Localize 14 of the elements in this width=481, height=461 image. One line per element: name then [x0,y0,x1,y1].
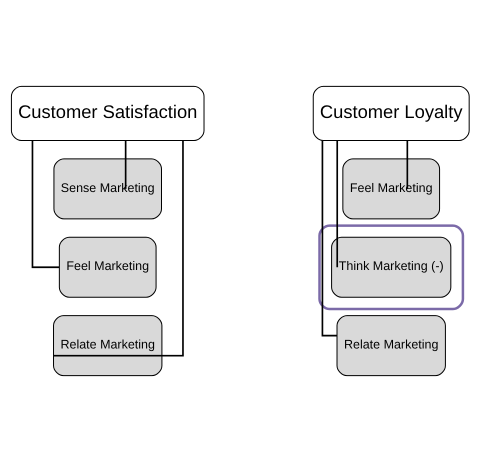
connector [32,140,60,268]
node-box: Relate Marketing [53,314,162,376]
node-box: Relate Marketing [336,314,446,376]
node-box: Feel Marketing [342,158,440,219]
connector [54,140,184,356]
node-box: Sense Marketing [53,158,162,219]
connector [406,140,408,188]
node-box: Feel Marketing [58,236,157,298]
node-box: Customer Satisfaction [10,85,205,141]
node-box: Customer Loyalty [312,85,470,141]
connector [336,140,338,267]
node-box: Think Marketing (-) [331,236,452,298]
cluster [318,224,464,310]
connector [124,140,126,188]
